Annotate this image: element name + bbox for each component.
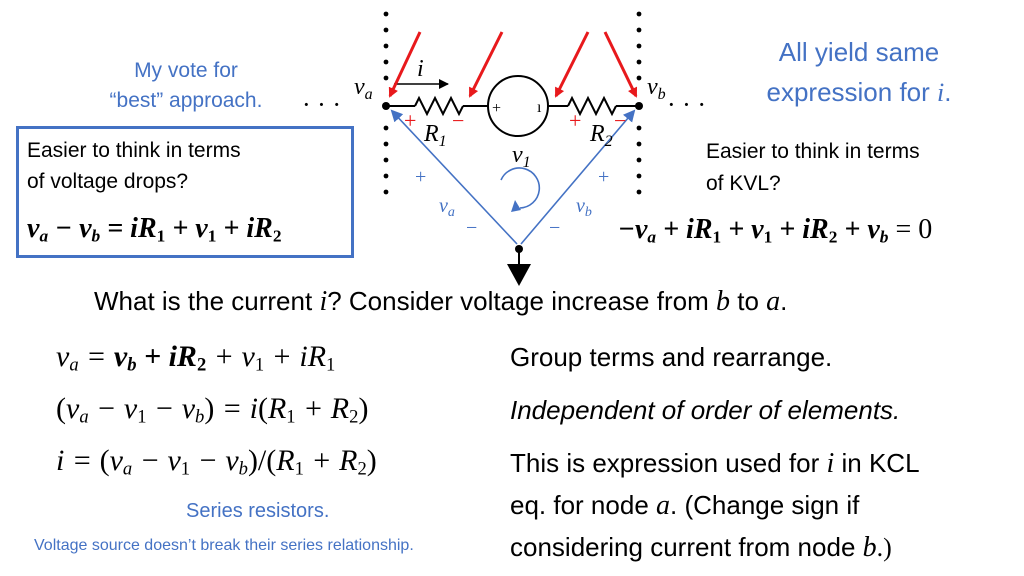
va-arrow-minus: − bbox=[466, 217, 477, 239]
resistor-r1 bbox=[414, 95, 464, 117]
vote-note: My vote for “best” approach. bbox=[70, 56, 302, 116]
source-minus: ı bbox=[537, 99, 542, 116]
question-part1: What is the current bbox=[94, 286, 313, 316]
main-wire bbox=[386, 75, 639, 137]
r1-plus: + bbox=[404, 108, 416, 133]
kvl-equation: −va + iR1 + v1 + iR2 + vb = 0 bbox=[618, 214, 933, 247]
right-line-3: This is expression used for i in KCL bbox=[510, 448, 920, 480]
v1-label: v1 bbox=[512, 142, 531, 171]
right-line-3b: in KCL bbox=[841, 448, 920, 478]
right-line-4: eq. for node a. (Change sign if bbox=[510, 490, 859, 522]
all-yield-text: expression for bbox=[766, 77, 930, 107]
right-line-3a: This is expression used for bbox=[510, 448, 820, 478]
vb-arrow-plus: + bbox=[598, 166, 609, 188]
node-a-dotted-line bbox=[383, 11, 389, 195]
right-line-5b: .) bbox=[876, 533, 892, 562]
question-b: b bbox=[715, 286, 730, 317]
question-var: i bbox=[319, 286, 328, 317]
all-yield-line2: expression for i. bbox=[730, 72, 988, 113]
loop-arrowhead bbox=[511, 200, 521, 212]
circuit-dots-left: · · · bbox=[302, 90, 341, 119]
question-line: What is the current i? Consider voltage … bbox=[94, 286, 787, 318]
r1-label: R1 bbox=[423, 121, 447, 150]
series-sub: Voltage source doesn’t break their serie… bbox=[34, 537, 414, 554]
all-yield-end: . bbox=[944, 77, 952, 107]
circuit-diagram: · · · · · · i va vb + − R1 + − R2 + ı v1… bbox=[302, 11, 706, 286]
right-line-5: considering current from node b.) bbox=[510, 532, 892, 564]
voltage-drop-text: Easier to think in terms of voltage drop… bbox=[27, 135, 241, 197]
question-to: to bbox=[737, 286, 759, 316]
vb-arrow-minus: − bbox=[549, 217, 560, 239]
va-node-label: va bbox=[354, 74, 373, 103]
equation-2: (va − v1 − vb) = i(R1 + R2) bbox=[56, 392, 369, 428]
question-part2: ? Consider voltage increase from bbox=[327, 286, 709, 316]
right-line-5a: considering current from node bbox=[510, 532, 856, 562]
voltage-drop-equation: va − vb = iR1 + v1 + iR2 bbox=[27, 213, 282, 246]
equation-1: va = vb + iR2 + v1 + iR1 bbox=[56, 340, 336, 376]
right-line-2: Independent of order of elements. bbox=[510, 395, 901, 425]
r2-minus: − bbox=[614, 108, 626, 133]
all-yield-note: All yield same expression for i. bbox=[730, 32, 988, 113]
right-line-3-var: i bbox=[826, 448, 835, 479]
right-line-4b: . (Change sign if bbox=[670, 490, 860, 520]
source-plus: + bbox=[492, 100, 501, 117]
resistor-r2 bbox=[567, 95, 617, 117]
va-arrow-label: va bbox=[439, 195, 455, 220]
r1-minus: − bbox=[452, 108, 464, 133]
kvl-note: Easier to think in terms of KVL? bbox=[706, 136, 920, 200]
vb-node-label: vb bbox=[647, 74, 666, 103]
current-label: i bbox=[417, 56, 424, 82]
all-yield-var: i bbox=[937, 78, 945, 107]
voltage-drop-box: Easier to think in terms of voltage drop… bbox=[16, 126, 354, 258]
voltage-drop-line2: of voltage drops? bbox=[27, 170, 189, 193]
vote-note-line1: My vote for bbox=[134, 59, 238, 82]
r2-plus: + bbox=[569, 108, 581, 133]
va-arrow-plus: + bbox=[415, 166, 426, 188]
red-arrows bbox=[388, 31, 638, 98]
all-yield-line1: All yield same bbox=[778, 37, 940, 67]
blue-voltage-arrows bbox=[390, 109, 636, 245]
vb-arrow-label: vb bbox=[576, 195, 592, 220]
question-a: a bbox=[766, 286, 781, 317]
right-line-1: Group terms and rearrange. bbox=[510, 342, 833, 372]
kvl-note-line2: of KVL? bbox=[706, 172, 781, 195]
voltage-drop-line1: Easier to think in terms bbox=[27, 139, 241, 162]
equation-3: i = (va − v1 − vb)/(R1 + R2) bbox=[56, 444, 377, 480]
kvl-note-line1: Easier to think in terms bbox=[706, 140, 920, 163]
ground-symbol bbox=[507, 245, 531, 286]
vote-note-line2: “best” approach. bbox=[109, 89, 263, 112]
node-b-dotted-line bbox=[636, 11, 642, 195]
right-line-4a: eq. for node bbox=[510, 490, 649, 520]
node-b-dot bbox=[635, 102, 643, 110]
question-end: . bbox=[780, 286, 788, 316]
node-a-dot bbox=[382, 102, 390, 110]
r2-label: R2 bbox=[589, 121, 613, 150]
right-line-4-var: a bbox=[656, 490, 671, 521]
series-label: Series resistors. bbox=[186, 500, 330, 522]
right-line-5-var: b bbox=[862, 532, 877, 563]
circuit-dots-right: · · · bbox=[667, 90, 706, 119]
